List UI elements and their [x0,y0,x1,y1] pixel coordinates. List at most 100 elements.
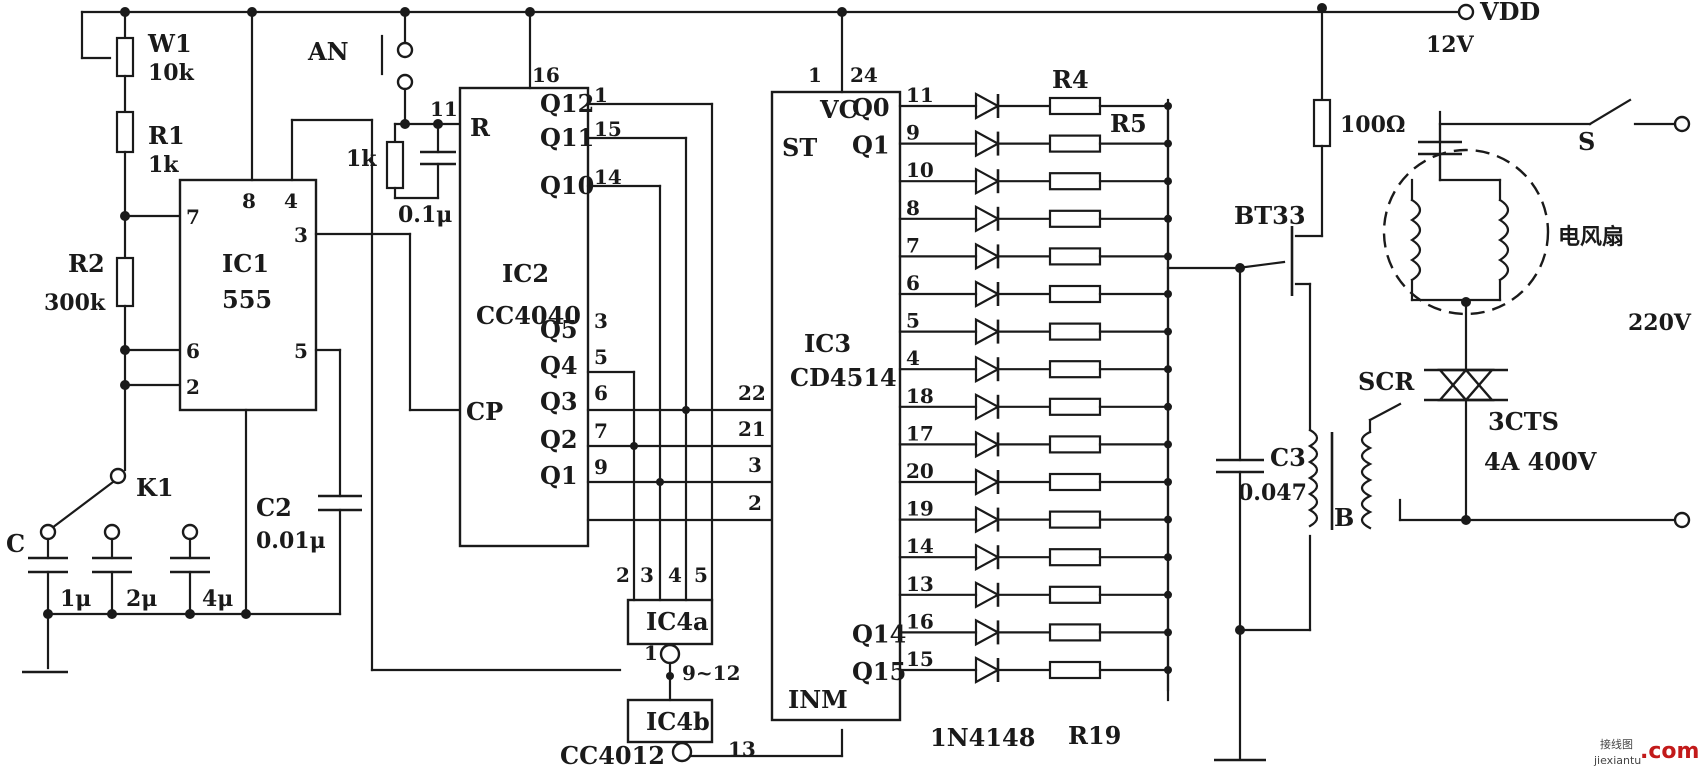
series-resistor [1048,660,1102,680]
ic1-pin3: 3 [294,223,308,247]
ic4a-range: 9~12 [682,661,741,685]
ic3-out-pin: 9 [906,121,920,145]
r2-label: R2 [68,249,105,278]
ic3-st-pin: 1 [808,63,822,87]
ic3-out-pin: 5 [906,309,920,333]
ic4b-name: IC4b [646,707,710,736]
ic3-st-label: ST [782,133,817,162]
ic2-out-pin: 1 [594,83,608,107]
watermark-dotcom: .com [1640,739,1699,764]
ic2-out-label: Q12 [540,89,594,118]
ic2-out-pin: 6 [594,381,608,405]
ic2-out-label: Q1 [540,461,578,490]
series-resistor [1048,472,1102,492]
ic2-out-label: Q10 [540,171,594,200]
r1-value: 1k [148,152,179,178]
ic4a-pin4: 4 [668,563,682,587]
ic2-cc4040 [458,10,590,548]
series-resistor [1048,322,1102,341]
diode-symbol [974,355,1001,384]
series-resistor [1048,397,1102,416]
ic1-name: IC1 [222,249,269,278]
series-resistor [1048,172,1102,191]
c2-label: C2 [256,493,292,522]
bt33-trigger [1166,6,1402,762]
ic1-pin7: 7 [186,205,200,229]
vdd-voltage: 12V [1426,32,1475,58]
ic3-out-pin: 18 [906,384,934,408]
diode-part: 1N4148 [930,723,1035,752]
diode-symbol [974,317,1001,346]
c-label: C [6,529,25,558]
ic2-out-label: Q3 [540,387,578,416]
ic2-clock-label: CP [466,397,503,426]
timing-chain [80,10,182,472]
ic2-vdd-pin: 16 [532,63,560,87]
vdd-label: VDD [1479,0,1540,26]
ic4b-pin13: 13 [728,737,756,761]
r4-label: R4 [1052,65,1089,94]
ic3-in-2: 2 [748,491,762,515]
ic3-out-label: Q0 [852,93,890,122]
ic2-reset-label: R [470,113,491,142]
watermark-en: jiexiantu [1593,754,1641,767]
ic4b-part: CC4012 [560,741,665,770]
mains-label: 220V [1628,310,1692,336]
scr-fan-mains [1382,98,1691,529]
ic2-out-label: Q5 [540,315,578,344]
fan-label: 电风扇 [1558,224,1624,250]
ic3-name: IC3 [804,329,851,358]
r5-label: R5 [1110,109,1147,138]
series-resistor [1048,623,1102,642]
b-label: B [1334,503,1354,532]
ic1-pin2: 2 [186,375,200,399]
vdd-rail [80,3,1475,21]
ic4 [626,598,844,763]
ic1-pin8: 8 [242,189,256,213]
c3-label: C3 [1270,443,1306,472]
ic2-out-label: Q4 [540,351,578,380]
ic3-out-pin: 6 [906,271,920,295]
switch-s-label: S [1578,127,1595,156]
series-resistor [1048,510,1102,529]
bt33-label: BT33 [1234,201,1306,230]
ic3-out-pin: 4 [906,346,920,370]
ic3-out-pin: 14 [906,534,934,558]
ic3-out-pin: 16 [906,609,934,633]
diode-symbol [974,580,1001,609]
r1-label: R1 [148,121,185,150]
ic4a-pin2: 2 [616,563,630,587]
diode-symbol [974,204,1001,233]
ic3-out-label: Q1 [852,131,890,160]
ic3-vc-label: VC [819,95,858,124]
watermark-cn: 接线图 [1600,737,1633,751]
ic2-part: CC4040 [476,301,581,330]
w1-label: W1 [147,29,192,58]
diode-symbol [974,280,1001,308]
series-resistor [1048,548,1102,567]
series-resistor [1048,247,1102,266]
ic1-555 [178,10,462,616]
r19-label: R19 [1068,721,1121,750]
ic2-out-label: Q2 [540,425,578,454]
ic3-out-pin: 15 [906,647,934,671]
ic3-in-3: 3 [748,453,762,477]
scr-part: 3CTS [1488,407,1559,436]
series-resistor [1048,284,1102,304]
ic3-out-pin: 8 [906,196,920,220]
ic3-out-label: Q14 [852,619,906,648]
scr-label: SCR [1358,367,1415,396]
c-01u-label: 0.1μ [398,202,452,228]
diode-symbol [974,618,1001,647]
series-resistor [1048,435,1102,454]
c3-value: 0.047 [1238,480,1307,506]
series-resistor [1048,360,1102,379]
ic2-out-pin: 3 [594,309,608,333]
diode-symbol [974,543,1001,572]
ic3-out-pin: 7 [906,233,920,257]
ic2-ic3-bus [586,406,774,522]
ic3-out-label: Q15 [852,657,906,686]
ic3-part: CD4514 [790,363,897,392]
ic3-out-pin: 19 [906,497,934,521]
ic2-out-pin: 7 [594,419,608,443]
